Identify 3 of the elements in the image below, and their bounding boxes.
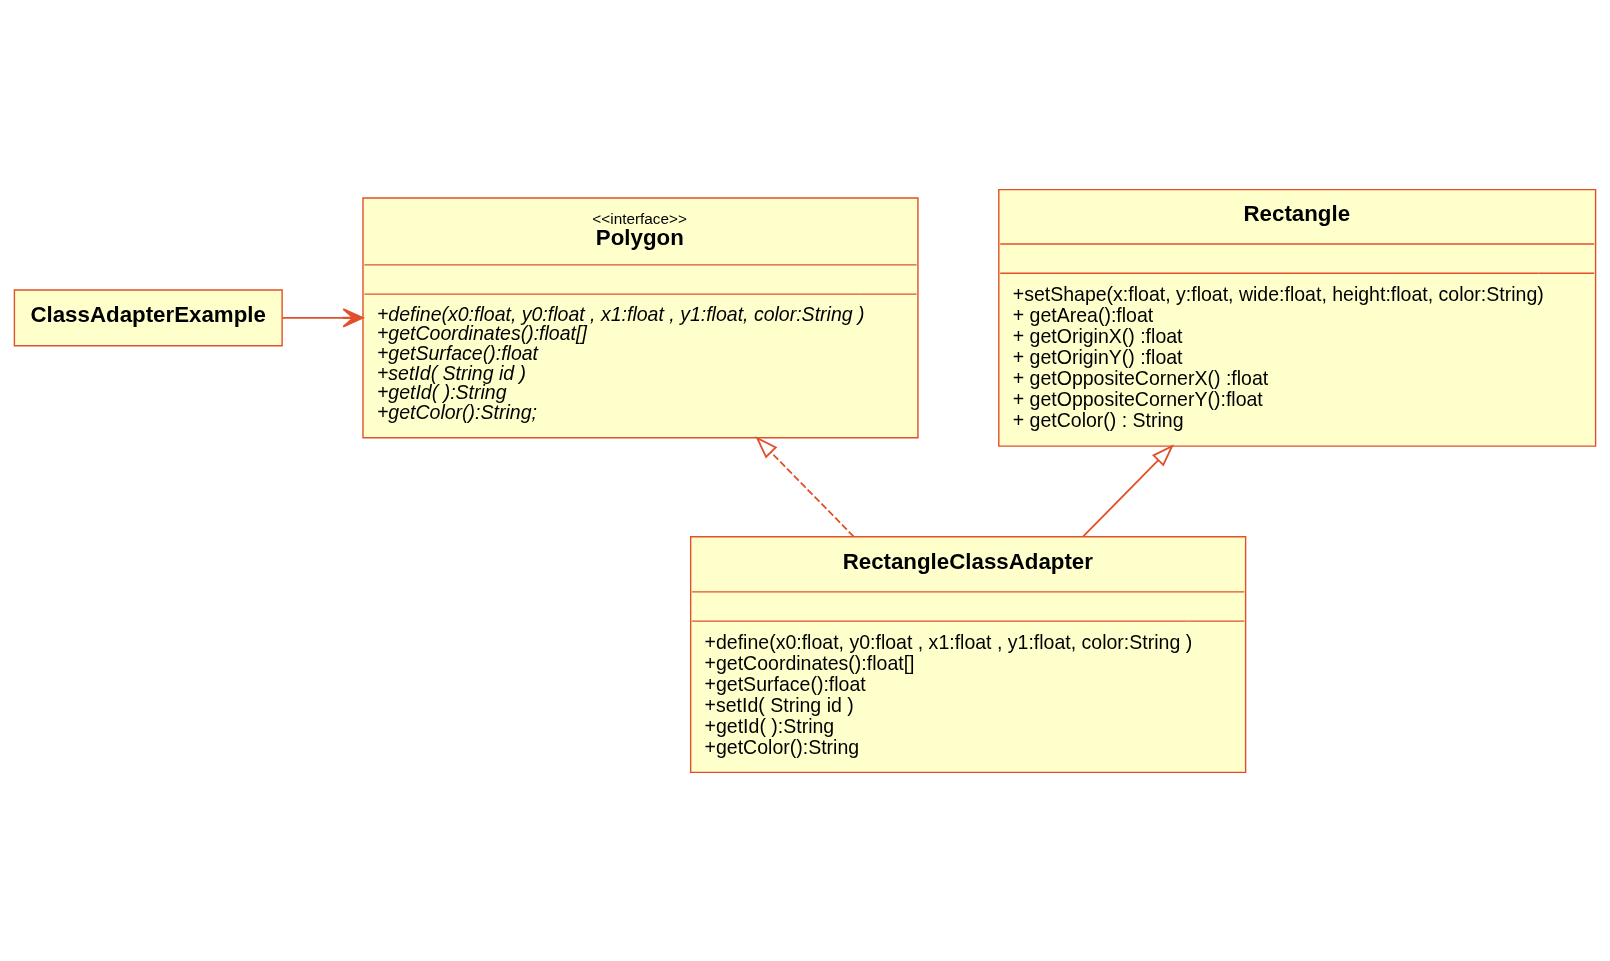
- arrow: [1082, 443, 1174, 537]
- arrow: [281, 307, 364, 328]
- arrow: [755, 435, 855, 537]
